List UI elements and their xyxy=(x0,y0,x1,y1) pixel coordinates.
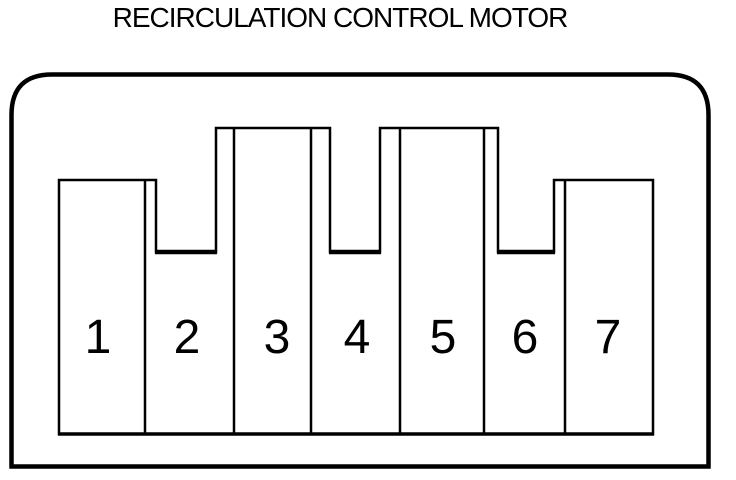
pin-6-label: 6 xyxy=(512,311,539,364)
pin-5-label: 5 xyxy=(430,311,457,364)
connector-body-outline xyxy=(9,72,711,469)
pin-1-label: 1 xyxy=(85,311,112,364)
pin-4-label: 4 xyxy=(344,311,371,364)
pin-3-label: 3 xyxy=(264,311,291,364)
pin-2-label: 2 xyxy=(174,311,201,364)
pin-7-label: 7 xyxy=(595,311,622,364)
diagram-title: RECIRCULATION CONTROL MOTOR xyxy=(112,2,569,33)
